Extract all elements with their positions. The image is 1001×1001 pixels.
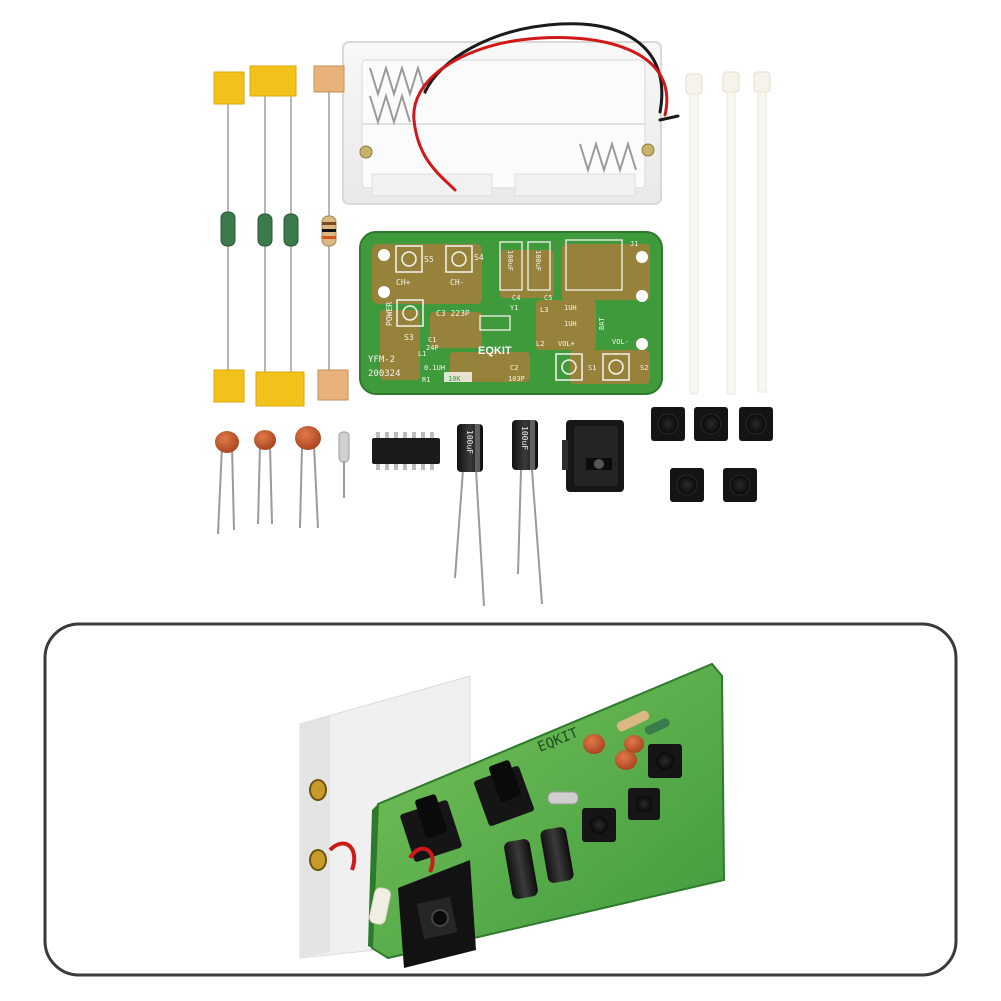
pcb-label-l1: L1	[418, 350, 426, 358]
electrolytic-capacitor: 100uF	[512, 420, 543, 605]
assembled-view-frame: EQKIT	[43, 622, 958, 977]
tactile-switch	[694, 407, 728, 441]
crystal-oscillator	[338, 431, 350, 498]
switch-footprint-s1	[555, 353, 583, 381]
pcb-label-c4: C4	[512, 294, 520, 302]
pcb-brand-logo: EQKIT	[478, 345, 512, 357]
r1-footprint	[444, 372, 472, 382]
tactile-switch	[739, 407, 773, 441]
pcb-label-c2-value: 103P	[508, 375, 525, 383]
cable-tie	[722, 71, 740, 395]
frame-border	[43, 622, 958, 977]
capacitor-value-label: 100uF	[465, 430, 474, 454]
ceramic-capacitor	[254, 430, 276, 525]
ceramic-capacitor	[295, 426, 321, 529]
pcb-label-l2: L2	[536, 340, 544, 348]
assembled-electrolytic-capacitor	[504, 839, 538, 899]
pcb-label-model: YFM-2	[368, 355, 395, 365]
pcb-label-y1: Y1	[510, 304, 518, 312]
assembled-audio-jack	[398, 860, 476, 968]
cable-tie	[753, 71, 771, 393]
battery-terminal	[359, 145, 373, 159]
capacitor-value-label: 100uF	[520, 426, 529, 450]
pcb-label-bat: BAT	[598, 317, 606, 330]
pcb-label-s5: S5	[424, 255, 434, 264]
pcb-board: S5 S4 CH+ CH- POWER S3 C3 223P C1 24P L1…	[359, 231, 663, 395]
battery-wires	[412, 22, 680, 192]
inductor-taped	[249, 65, 305, 407]
pcb-label-j1: J1	[630, 240, 638, 248]
pcb-label-c4-value: 100uF	[506, 250, 514, 271]
tactile-switch	[651, 407, 685, 441]
resistor-taped	[313, 65, 349, 401]
ic-chip	[372, 432, 440, 470]
pcb-label-l3: L3	[540, 306, 548, 314]
assembled-resistor	[616, 710, 670, 735]
cap-footprint-c5	[527, 241, 551, 291]
crystal-footprint-y1	[479, 315, 511, 331]
pcb-label-c1: C1	[428, 336, 436, 344]
pcb-label-l2-value: 1UH	[564, 320, 577, 328]
assembled-switch	[628, 788, 660, 820]
assembled-switch	[400, 794, 462, 862]
pcb-label-date: 200324	[368, 369, 401, 379]
assembled-cable-tie	[369, 887, 391, 925]
assembled-crystal	[547, 791, 579, 805]
audio-jack	[562, 420, 624, 492]
tactile-switch	[723, 468, 757, 502]
switch-footprint-s4	[445, 245, 473, 273]
pcb-label-l1-value: 0.1UH	[424, 364, 445, 372]
assembled-electrolytic-capacitor	[540, 827, 574, 883]
assembled-switch	[582, 808, 616, 842]
tactile-switch	[670, 468, 704, 502]
pcb-label-power: POWER	[385, 302, 394, 326]
pcb-label-ch-minus: CH-	[450, 278, 464, 287]
pcb-label-s1: S1	[588, 364, 596, 372]
pcb-traces	[372, 244, 650, 384]
pcb-label-c5-value: 100uF	[534, 250, 542, 271]
pcb-label-s3: S3	[404, 333, 414, 342]
pcb-label-s4: S4	[474, 253, 484, 262]
battery-spring-left	[369, 64, 427, 126]
cap-footprint-c4	[499, 241, 523, 291]
pcb-label-c1-value: 24P	[426, 344, 439, 352]
battery-spring-right	[579, 140, 637, 174]
pcb-label-ch-plus: CH+	[396, 278, 411, 287]
assembled-switch	[648, 744, 682, 778]
switch-footprint-s5	[395, 245, 423, 273]
inductor-taped	[213, 71, 245, 403]
battery-terminal	[641, 143, 655, 157]
ceramic-capacitor	[215, 431, 239, 535]
battery-holder	[342, 41, 662, 205]
pcb-label-l3-value: 1UH	[564, 304, 577, 312]
switch-footprint-s2	[602, 353, 630, 381]
pcb-label-r1: R1	[422, 376, 430, 384]
pcb-label-vol-plus: VOL+	[558, 340, 575, 348]
assembled-wire	[408, 846, 435, 873]
electrolytic-capacitor: 100uF	[454, 424, 485, 607]
pcb-label-c2: C2	[510, 364, 518, 372]
pcb-label-s2: S2	[640, 364, 648, 372]
jack-footprint-j1	[565, 239, 623, 291]
cable-tie	[685, 73, 703, 395]
pcb-label-r1-value: 10K	[448, 375, 461, 383]
pcb-label-vol-minus: VOL-	[612, 338, 629, 346]
assembled-switch	[474, 760, 534, 826]
switch-footprint-s3	[396, 299, 424, 327]
pcb-label-c3: C3 223P	[436, 309, 470, 318]
pcb-label-c5: C5	[544, 294, 552, 302]
assembled-ceramic-capacitor	[583, 734, 644, 770]
